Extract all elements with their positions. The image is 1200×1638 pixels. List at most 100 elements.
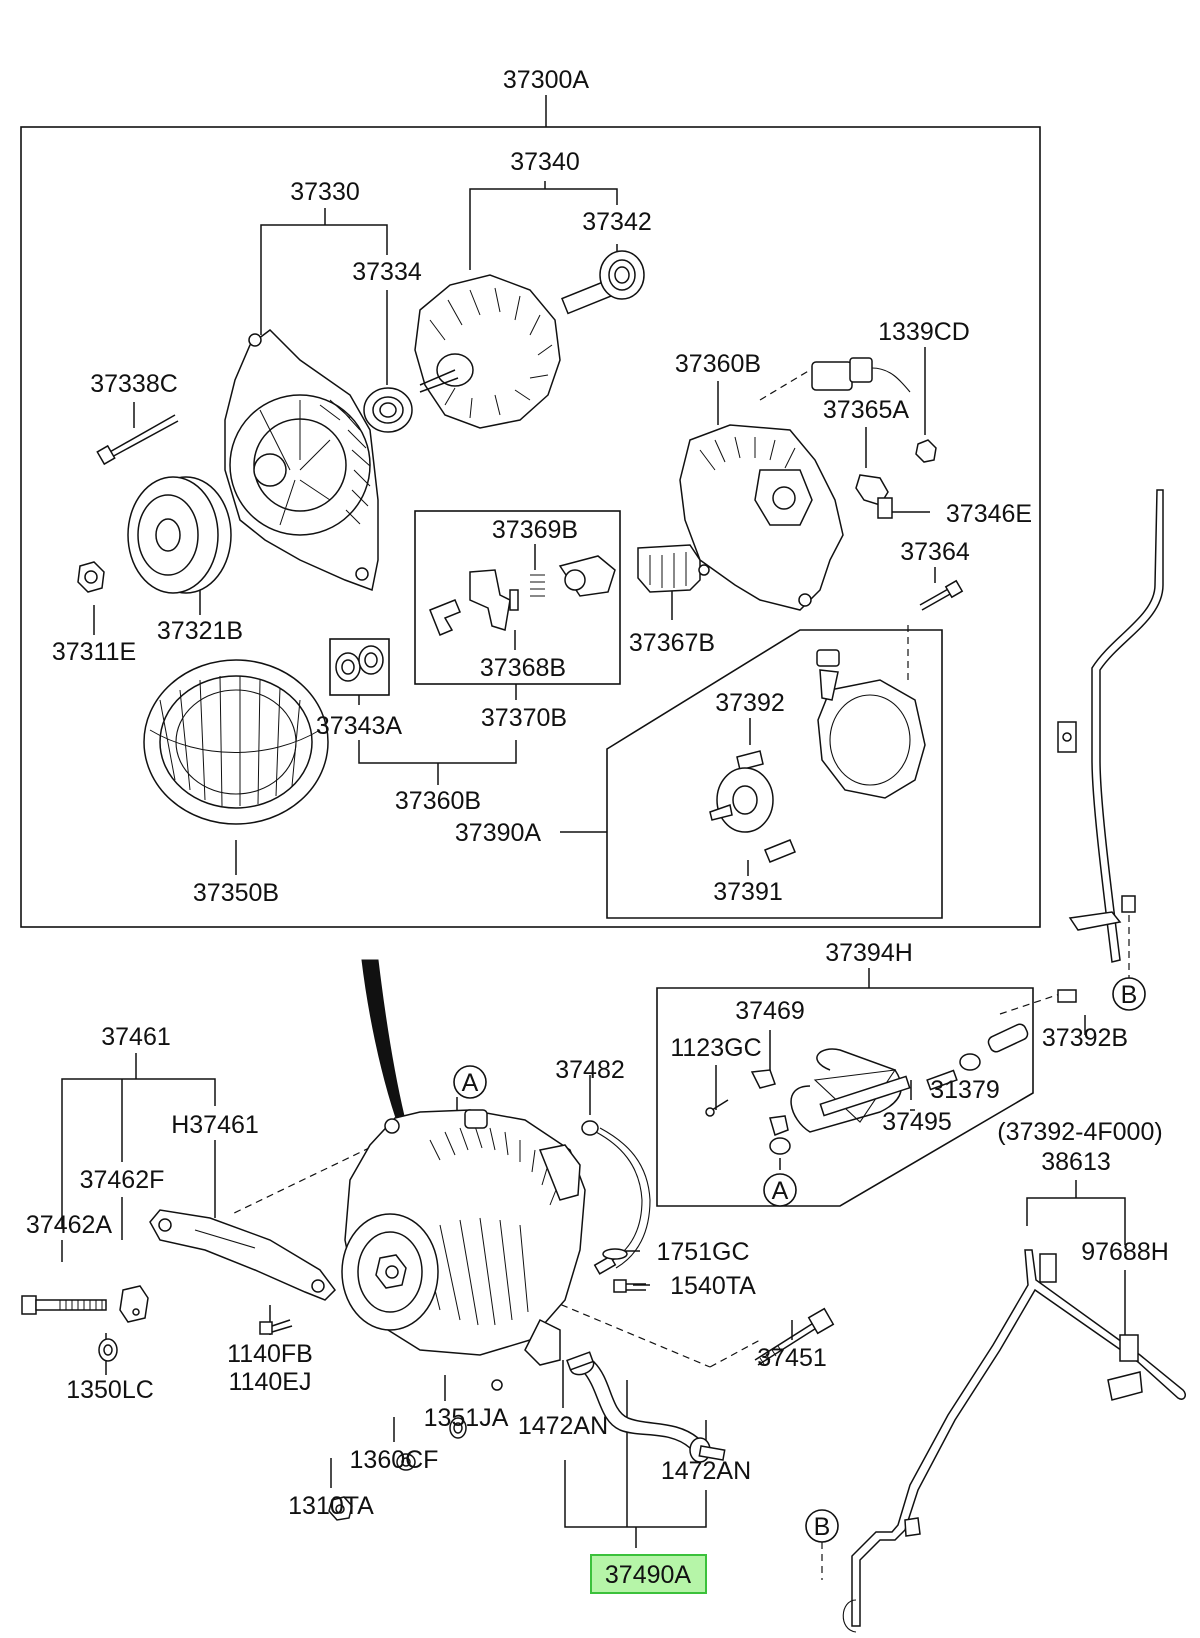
- terminal-part: [855, 474, 893, 519]
- label-1351ja[interactable]: 1351JA: [424, 1404, 509, 1432]
- vacuum-pump-part: [816, 649, 926, 799]
- label-37394h[interactable]: 37394H: [825, 939, 913, 967]
- label-h37461[interactable]: H37461: [171, 1111, 259, 1139]
- label-37390a[interactable]: 37390A: [455, 819, 542, 847]
- label-1140ej[interactable]: 1140EJ: [229, 1368, 312, 1396]
- label-1472an-left[interactable]: 1472AN: [518, 1412, 608, 1440]
- callout-a-top-letter: A: [462, 1069, 479, 1097]
- label-37392-4f000[interactable]: (37392-4F000): [997, 1118, 1162, 1146]
- callout-b-bottom-circle: [805, 1509, 839, 1543]
- callout-a-top-circle: [453, 1065, 487, 1099]
- bolt-37451-part: [754, 1307, 835, 1366]
- nut-1339cd-part: [915, 439, 937, 463]
- label-37334[interactable]: 37334: [352, 258, 422, 286]
- bolt-37364-part: [919, 579, 964, 611]
- leader-lines-top: [93, 95, 936, 876]
- callout-b-right-letter: B: [1121, 981, 1138, 1009]
- callout-a-bottom-circle: [763, 1173, 797, 1207]
- label-37462f[interactable]: 37462F: [80, 1166, 165, 1194]
- label-97688h[interactable]: 97688H: [1081, 1238, 1169, 1266]
- vacuum-rotor-part: [709, 767, 796, 863]
- label-37461[interactable]: 37461: [101, 1023, 171, 1051]
- stator-part: [143, 659, 329, 825]
- label-1472an-right[interactable]: 1472AN: [661, 1457, 751, 1485]
- label-37490a[interactable]: 37490A: [605, 1561, 692, 1589]
- regulator-part: [637, 544, 710, 593]
- nut-1310ta-part: [328, 1496, 353, 1521]
- bolt-1540ta-part: [613, 1279, 646, 1293]
- vacuum-pipe-37392b-part: [1057, 489, 1164, 1003]
- connector-part: [811, 357, 911, 393]
- label-1310ta[interactable]: 1310TA: [288, 1492, 374, 1520]
- label-37392[interactable]: 37392: [715, 689, 785, 717]
- label-37346e[interactable]: 37346E: [946, 500, 1032, 528]
- washer-1350lc-part: [98, 1338, 118, 1362]
- label-37469[interactable]: 37469: [735, 997, 805, 1025]
- label-37370b[interactable]: 37370B: [481, 704, 567, 732]
- hose-37490a-part: [566, 1351, 726, 1463]
- label-1360cf[interactable]: 1360CF: [350, 1446, 439, 1474]
- highlight-37490a-box: [590, 1554, 707, 1594]
- washer-1751gc-part: [602, 1248, 628, 1260]
- label-37391[interactable]: 37391: [713, 878, 783, 906]
- washer-1360cf-part: [396, 1453, 416, 1471]
- label-37340[interactable]: 37340: [510, 148, 580, 176]
- front-housing-part: [224, 329, 379, 592]
- label-37311e[interactable]: 37311E: [52, 638, 136, 666]
- rear-bearing-part: [599, 250, 645, 300]
- vacuum-pipe-38613-part: [842, 1249, 1186, 1633]
- brush-holder-frame: [414, 510, 621, 685]
- label-1751gc[interactable]: 1751GC: [656, 1238, 749, 1266]
- label-37495[interactable]: 37495: [882, 1108, 952, 1136]
- label-37300a[interactable]: 37300A: [503, 66, 590, 94]
- nut-37462f-part: [119, 1285, 149, 1323]
- label-31379[interactable]: 31379: [930, 1076, 1000, 1104]
- label-1140fb[interactable]: 1140FB: [227, 1340, 313, 1368]
- label-37360b-top[interactable]: 37360B: [675, 350, 761, 378]
- label-37368b[interactable]: 37368B: [480, 654, 566, 682]
- label-37350b[interactable]: 37350B: [193, 879, 279, 907]
- label-37364[interactable]: 37364: [900, 538, 970, 566]
- label-37321b[interactable]: 37321B: [157, 617, 243, 645]
- label-38613[interactable]: 38613: [1041, 1148, 1111, 1176]
- rotor-part: [414, 274, 620, 429]
- alternator-assembly-frame: [20, 126, 1041, 928]
- callout-b-bottom-letter: B: [814, 1513, 831, 1541]
- label-37462a[interactable]: 37462A: [26, 1211, 113, 1239]
- callout-a-bottom-letter: A: [772, 1177, 789, 1205]
- vacuum-pump-frame: [606, 629, 943, 919]
- label-37482[interactable]: 37482: [555, 1056, 625, 1084]
- pulley-part: [127, 476, 232, 594]
- brush-holder-parts: [429, 555, 616, 636]
- label-37343a[interactable]: 37343A: [316, 712, 403, 740]
- callout-b-right-circle: [1112, 977, 1146, 1011]
- bearing-kit-part: [335, 645, 384, 682]
- label-37342[interactable]: 37342: [582, 208, 652, 236]
- pulley-nut-part: [77, 561, 105, 593]
- label-37369b[interactable]: 37369B: [492, 516, 578, 544]
- bolt-1140fb-part: [259, 1319, 293, 1335]
- label-1350lc[interactable]: 1350LC: [66, 1376, 154, 1404]
- label-37392b[interactable]: 37392B: [1042, 1024, 1128, 1052]
- label-1339cd[interactable]: 1339CD: [878, 318, 970, 346]
- bolt-37462a-part: [21, 1295, 107, 1315]
- label-37360b-bottom[interactable]: 37360B: [395, 787, 481, 815]
- through-bolt-part: [96, 414, 179, 466]
- label-37367b[interactable]: 37367B: [629, 629, 715, 657]
- vane-part: [736, 750, 764, 771]
- rear-housing-part: [679, 424, 844, 611]
- label-37365a[interactable]: 37365A: [823, 396, 910, 424]
- label-37338c[interactable]: 37338C: [90, 370, 178, 398]
- label-1540ta[interactable]: 1540TA: [670, 1272, 756, 1300]
- cable-37482-part: [581, 1120, 651, 1275]
- hose-kit-frame: [656, 987, 1034, 1207]
- adjusting-bracket-part: [149, 1209, 336, 1301]
- drive-belt-part: [361, 959, 405, 1119]
- alternator-assembly-part: [341, 1109, 586, 1391]
- hose-kit-parts: [705, 1023, 1029, 1155]
- label-37451[interactable]: 37451: [757, 1344, 827, 1372]
- part-number-labels: 37300A 37340 37330 37342 37334 1339CD 37…: [26, 66, 1169, 1589]
- label-37330[interactable]: 37330: [290, 178, 360, 206]
- label-1123gc[interactable]: 1123GC: [670, 1034, 761, 1062]
